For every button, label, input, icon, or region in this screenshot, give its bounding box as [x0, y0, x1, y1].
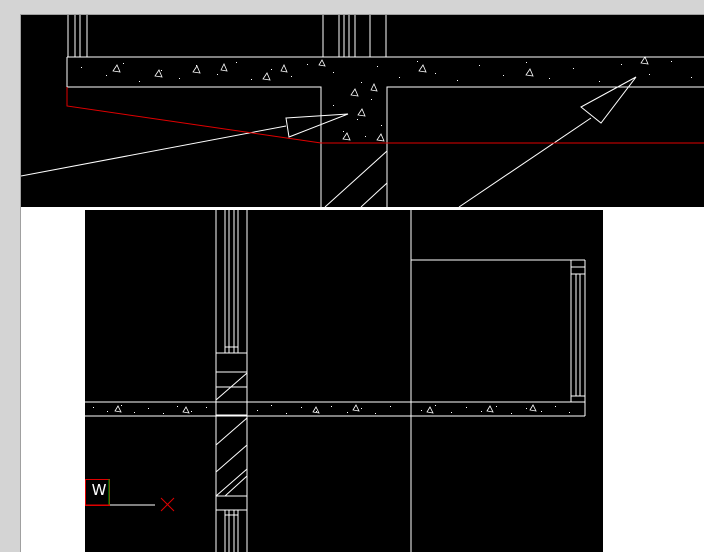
ucs-world-label: W [91, 481, 107, 499]
bottom-viewport-drawing [85, 210, 586, 552]
top-viewport-drawing [21, 15, 704, 207]
ucs-world-icon [85, 479, 110, 506]
x-axis-icon [160, 497, 175, 512]
bottom-viewport[interactable]: W [85, 210, 603, 552]
drawing-page: W [20, 14, 704, 552]
top-viewport[interactable] [21, 15, 704, 207]
